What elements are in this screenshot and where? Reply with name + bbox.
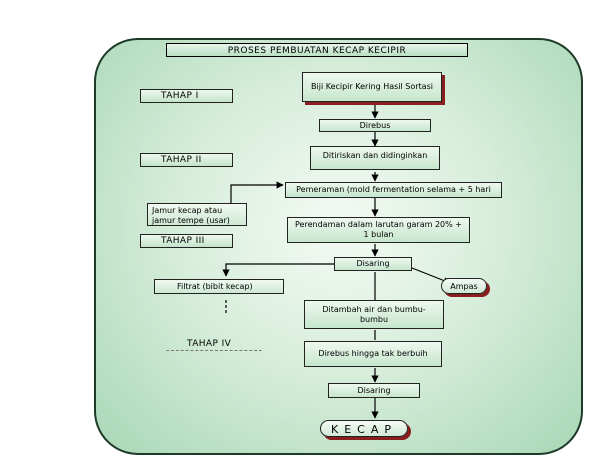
step-filter-1: Disaring xyxy=(334,257,412,271)
step-drain-cool: Ditiriskan dan didinginkan xyxy=(310,146,440,170)
step-filter-2: Disaring xyxy=(328,383,420,398)
step-raw-beans: Biji Kecipir Kering Hasil Sortasi xyxy=(302,72,442,102)
step-fermentation: Pemeraman (mold fermentation selama + 5 … xyxy=(285,182,502,198)
final-product: KECAP xyxy=(320,420,408,437)
step-add-water-spices: Ditambah air dan bumbu-bumbu xyxy=(304,300,444,329)
note-filtrate: Filtrat (bibit kecap) xyxy=(154,279,284,294)
stage-3-label: TAHAP III xyxy=(140,234,233,248)
stage-1-label: TAHAP I xyxy=(140,89,233,103)
step-boil: Direbus xyxy=(319,119,431,132)
diagram-title: PROSES PEMBUATAN KECAP KECIPIR xyxy=(166,43,468,57)
note-mold-culture: Jamur kecap atau jamur tempe (usar) xyxy=(147,203,247,226)
step-boil-until-no-foam: Direbus hingga tak berbuih xyxy=(304,341,442,367)
step-brine-soak: Perendaman dalam larutan garam 20% + 1 b… xyxy=(287,217,470,243)
arrow-filter1-to-filtrate xyxy=(222,263,334,277)
arrow-culture-to-ferment xyxy=(230,181,284,203)
stage-4-label: TAHAP IV xyxy=(166,337,262,351)
note-waste: Ampas xyxy=(441,278,487,294)
stage-2-label: TAHAP II xyxy=(140,153,233,167)
